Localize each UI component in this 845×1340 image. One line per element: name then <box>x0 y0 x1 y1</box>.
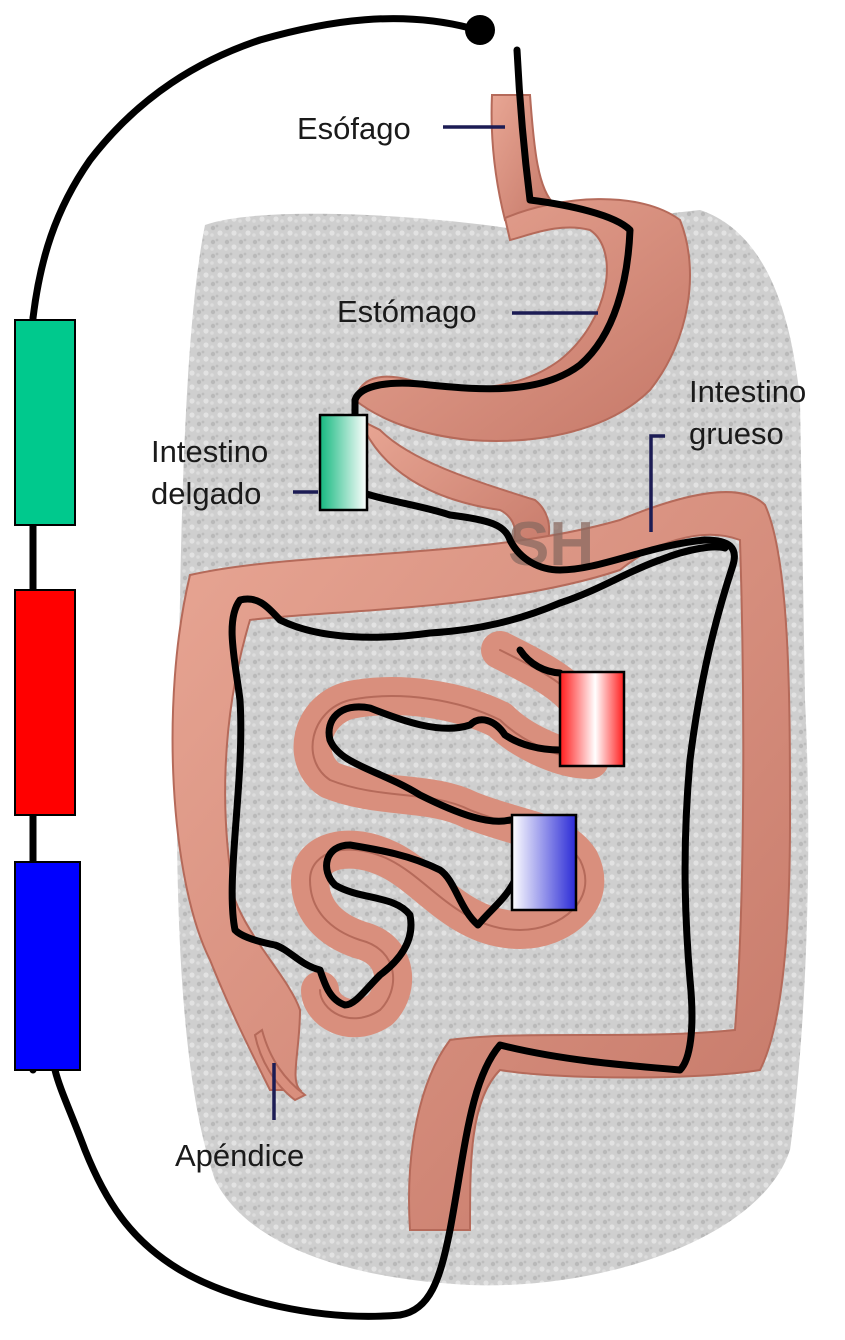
red-segment-bar <box>15 590 75 815</box>
label-large-intestine-line2: grueso <box>689 416 784 451</box>
label-small-intestine-line2: delgado <box>151 476 261 511</box>
blue-segment-bar <box>15 862 80 1070</box>
label-esophagus: Esófago <box>297 111 411 146</box>
label-large-intestine-line1: Intestino <box>689 374 806 409</box>
green-segment-bar <box>15 320 75 525</box>
label-small-intestine-line1: Intestino <box>151 434 268 469</box>
background-panel <box>177 210 808 1285</box>
red-marker <box>560 672 624 766</box>
blue-marker <box>512 815 576 910</box>
label-appendix: Apéndice <box>175 1138 304 1173</box>
green-marker <box>320 415 367 510</box>
label-stomach: Estómago <box>337 294 477 329</box>
